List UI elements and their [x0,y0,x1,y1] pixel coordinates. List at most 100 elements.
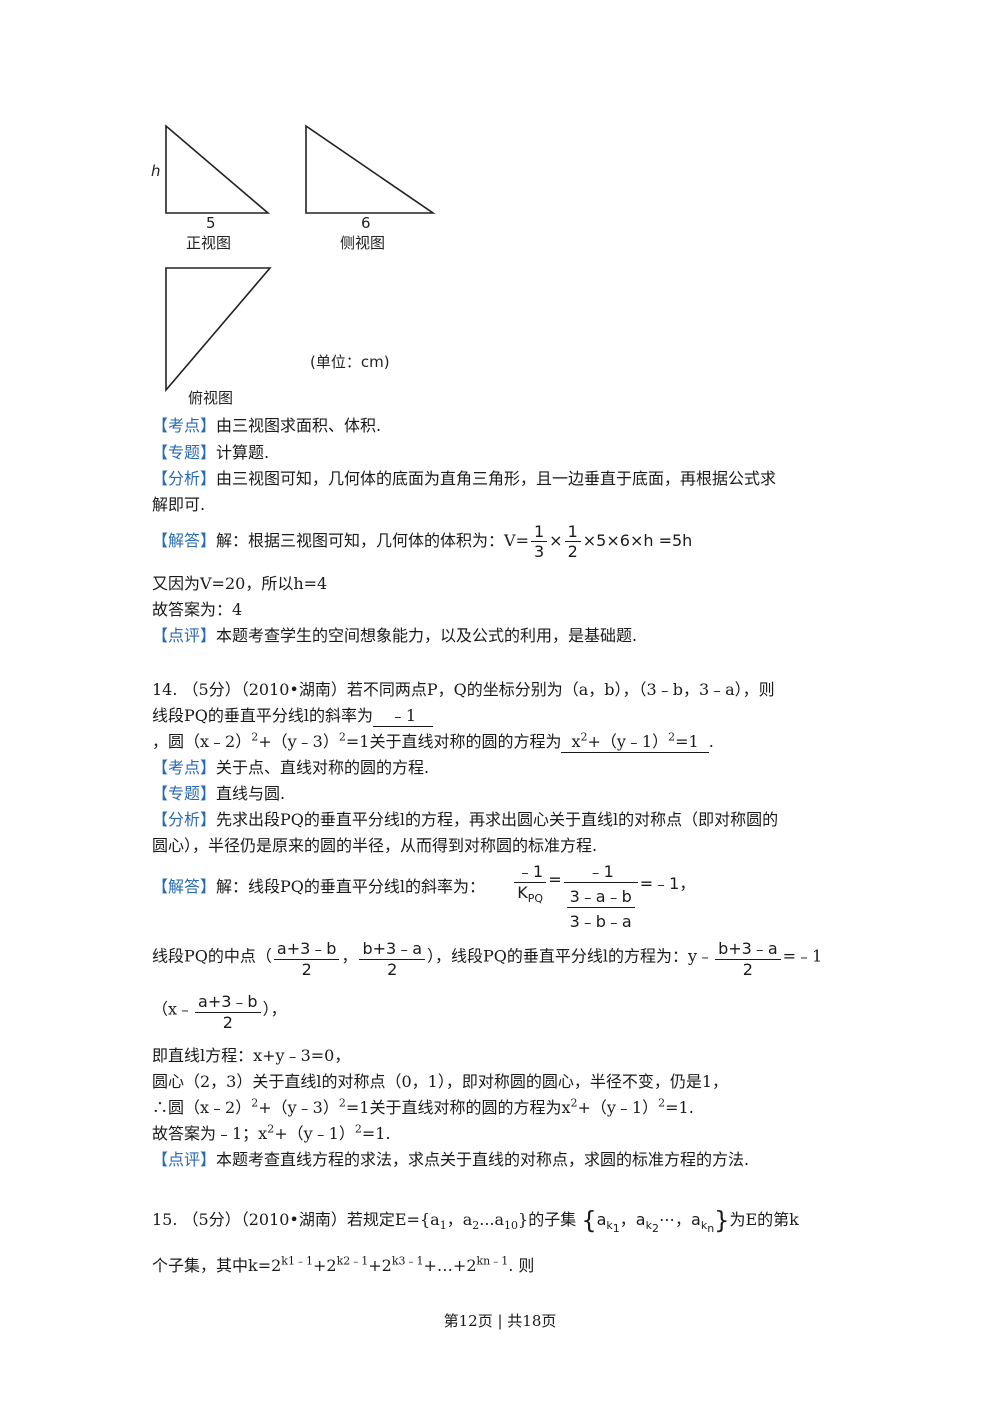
exponent: 2 [338,1096,346,1110]
subscript-k: k [700,1219,708,1233]
q14-l3: ∴圆（x﹣2）2+（y﹣3）2=1关于直线对称的圆的方程为x2+（y﹣1）2=1… [152,1094,694,1118]
exponent: 2 [668,730,676,744]
q14-text: . [708,732,714,751]
q13-line2: 又因为V=20，所以h=4 [152,574,328,593]
set-element: a [691,1210,701,1229]
q14-fenxi-cont: 圆心），半径仍是原来的圆的半径，从而得到对称圆的标准方程. [152,836,598,855]
answer-part: x [571,732,581,751]
q13-dianping: 【点评】本题考查学生的空间想象能力，以及公式的利用，是基础题. [152,622,637,646]
top-view-triangle [165,267,272,393]
midpoint-intro: 线段PQ的中点（ [152,946,272,966]
subscript: 1 [612,1222,620,1236]
jieda-tag: 【解答】 [152,531,217,550]
front-view-triangle [165,124,271,214]
three-view-figure [165,124,436,393]
q13-zhuanti: 【专题】计算题. [152,439,269,463]
dianping-tag: 【点评】 [152,626,217,645]
subscript: 2 [651,1222,659,1236]
exponent: k3﹣1 [391,1254,424,1268]
times-sign: × [549,531,563,550]
zhuanti-text: 直线与圆. [216,784,286,803]
exponent: 2 [251,1096,259,1110]
comma: ， [341,946,358,966]
q14-zhuanti: 【专题】直线与圆. [152,780,285,804]
dianping-text: 本题考查直线方程的求法，求点关于直线的对称点，求圆的标准方程的方法. [216,1150,750,1169]
q15-text: +2 [312,1256,337,1275]
exponent: 2 [354,1122,362,1136]
q14-l1: 即直线l方程：x+y﹣3=0， [152,1046,351,1065]
fraction-denominator: 2 [222,1013,233,1032]
front-view-caption: 正视图 [186,234,232,252]
answer-blank-2: x2+（y﹣1）2=1 [561,728,709,753]
set-element: a [596,1210,607,1229]
bisector-slope: =﹣1 [782,946,823,966]
fraction-numerator: ﹣1 [563,858,638,883]
bisector-x-close: ）， [262,999,287,1019]
fraction-denominator: 2 [742,960,753,979]
fraction-denominator: 3﹣b﹣a [569,912,632,931]
q15-text: ...a [479,1210,505,1229]
kaodian-tag: 【考点】 [152,416,217,435]
page-footer: 第12页 | 共18页 [443,1312,557,1330]
k-symbol: K [517,883,528,902]
fraction-denominator: 2 [301,960,312,979]
q14-text: =1. [361,1124,391,1143]
q15-text: +…+2 [423,1256,477,1275]
q15-text: 个子集，其中k=2 [152,1256,282,1275]
side-view-caption: 侧视图 [340,234,386,252]
subscript-k: k [645,1219,652,1233]
fenxi-tag: 【分析】 [152,810,217,829]
side-view-triangle [305,124,436,214]
fenxi-text: 先求出段PQ的垂直平分线l的方程，再求出圆心关于直线l的对称点（即对称圆的 [216,810,779,829]
q14-text: +（y﹣1） [274,1124,355,1143]
jieda-tag: 【解答】 [152,877,217,896]
q14-text: =1关于直线对称的圆的方程为 [345,732,562,751]
fraction-numerator: b+3﹣a [359,935,426,960]
q14-text: 故答案为﹣1；x [152,1124,268,1143]
fraction-numerator: 1 [530,522,548,542]
fraction-denominator: 2 [387,960,398,979]
zhuanti-tag: 【专题】 [152,443,217,462]
separator: ， [619,1210,636,1229]
q14-text: +（y﹣1） [577,1098,659,1117]
side-base-label: 6 [361,214,371,232]
jieda-intro: 解：根据三视图可知，几何体的体积为：V= [216,531,529,550]
q14-text: =1. [665,1098,694,1117]
fraction-denominator: KPQ [514,883,546,905]
exponent: 2 [251,730,259,744]
exponent: 2 [570,1096,578,1110]
unit-label: (单位：cm) [310,353,390,371]
exponent: 2 [658,1096,666,1110]
q14-text: =1关于直线对称的圆的方程为x [345,1098,571,1117]
zhuanti-tag: 【专题】 [152,784,217,803]
fraction-numerator: a+3﹣b [273,935,340,960]
q14-text: +（y﹣3） [258,732,339,751]
q15-text: ，a [446,1210,473,1229]
subscript-k: k [606,1219,613,1233]
subscript: n [707,1222,715,1236]
q14-kaodian: 【考点】关于点、直线对称的圆的方程. [152,754,429,778]
volume-tail: ×5×6×h =5h [582,531,693,550]
slope-result: =﹣1， [639,874,696,893]
q14-jieda: 【解答】解：线段PQ的垂直平分线l的斜率为： [152,873,485,897]
q15-text: 为E的第k [729,1210,799,1229]
exponent: kn﹣1 [476,1254,509,1268]
bisector-intro: ），线段PQ的垂直平分线l的方程为：y﹣ [427,946,714,966]
q15-text: 15. （5分）（2010•湖南）若规定E={a [152,1210,440,1229]
fraction-denominator: 2 [567,542,578,561]
q13-kaodian: 【考点】由三视图求面积、体积. [152,412,381,436]
q15-text: }的子集 [518,1210,577,1229]
jieda-intro: 解：线段PQ的垂直平分线l的斜率为： [216,877,486,896]
ellipsis: ⋯， [658,1210,691,1229]
subset-notation: {ak1，ak2⋯，akn} [581,1206,730,1236]
q15-head-line2: 个子集，其中k=2k1﹣1+2k2﹣1+2k3﹣1+…+2kn﹣1. 则 [152,1252,534,1276]
q15-text: . 则 [508,1256,535,1275]
dianping-tag: 【点评】 [152,1150,217,1169]
